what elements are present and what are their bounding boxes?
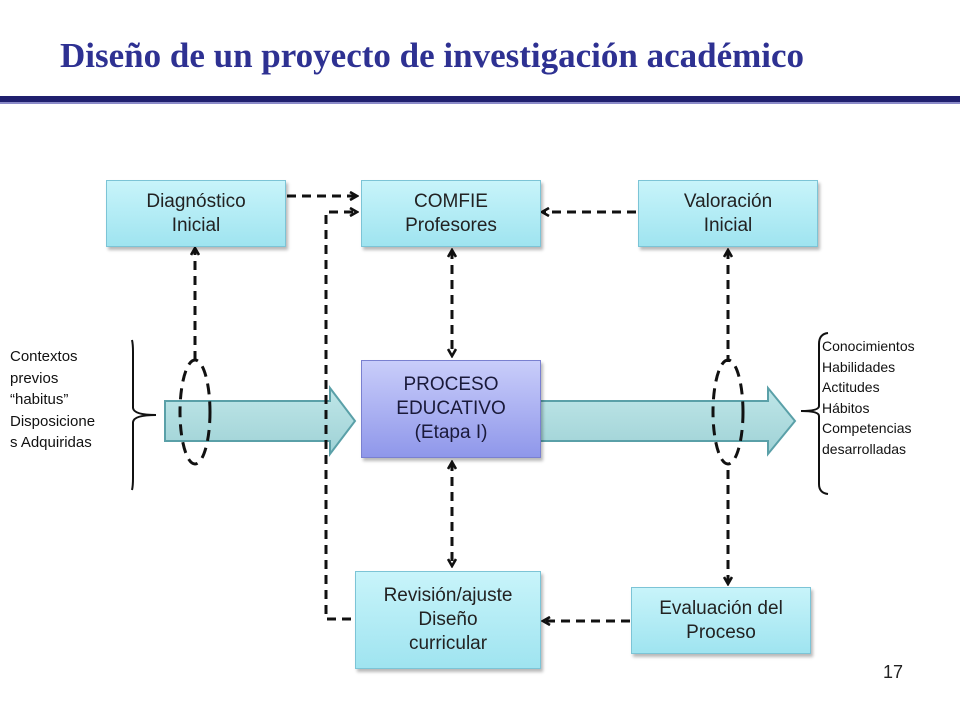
box-comfie-profesores: COMFIE Profesores — [361, 180, 541, 247]
output-item: desarrolladas — [822, 440, 907, 457]
box-diagnostico-line-1: Diagnóstico — [146, 190, 246, 212]
box-revision-line-1: Revisión/ajuste — [383, 585, 513, 606]
box-proceso-line-1: PROCESO — [403, 374, 499, 395]
box-comfie-line-2: Profesores — [405, 214, 497, 236]
box-valoracion-line-2: Inicial — [703, 214, 753, 236]
slide-title: Diseño de un proyecto de investigación a… — [60, 36, 805, 75]
page-number: 17 — [883, 662, 904, 682]
feedback-loop-arrow — [324, 212, 357, 621]
box-proceso-line-2: EDUCATIVO — [396, 398, 506, 419]
box-revision-diseno-curricular: Revisión/ajuste Diseño curricular — [355, 571, 541, 669]
output-flow-arrow — [521, 385, 797, 457]
output-list: Conocimientos Habilidades Actitudes Hábi… — [822, 336, 915, 459]
box-diagnostico-line-2: Inicial — [171, 214, 221, 236]
box-revision-line-3: curricular — [408, 633, 488, 654]
box-proceso-educativo: PROCESO EDUCATIVO (Etapa I) — [361, 360, 541, 458]
box-evaluacion-line-2: Proceso — [686, 621, 756, 643]
output-brace — [800, 332, 829, 495]
box-valoracion-line-1: Valoración — [683, 190, 773, 212]
output-item: Conocimientos — [822, 338, 915, 354]
box-revision-line-2: Diseño — [418, 609, 478, 630]
box-comfie-line-1: COMFIE — [414, 190, 488, 212]
input-item: previos — [10, 369, 59, 387]
output-item: Competencias — [822, 420, 912, 436]
output-item: Actitudes — [822, 379, 880, 395]
box-valoracion-inicial: Valoración Inicial — [638, 180, 818, 247]
box-diagnostico-inicial: Diagnóstico Inicial — [106, 180, 286, 247]
title-divider — [0, 96, 960, 104]
input-flow-arrow — [164, 385, 357, 457]
output-item: Habilidades — [822, 358, 896, 375]
box-evaluacion-line-1: Evaluación del — [659, 597, 783, 619]
input-item: Contextos — [10, 348, 78, 365]
input-item: Disposicione — [10, 412, 96, 430]
output-item: Hábitos — [822, 399, 870, 416]
input-brace — [131, 339, 157, 491]
input-list: Contextos previos “habitus” Disposicione… — [10, 346, 95, 454]
box-proceso-line-3: (Etapa I) — [414, 422, 488, 443]
box-evaluacion-del-proceso: Evaluación del Proceso — [631, 587, 811, 654]
input-item: s Adquiridas — [10, 434, 92, 451]
input-item: “habitus” — [10, 391, 69, 408]
